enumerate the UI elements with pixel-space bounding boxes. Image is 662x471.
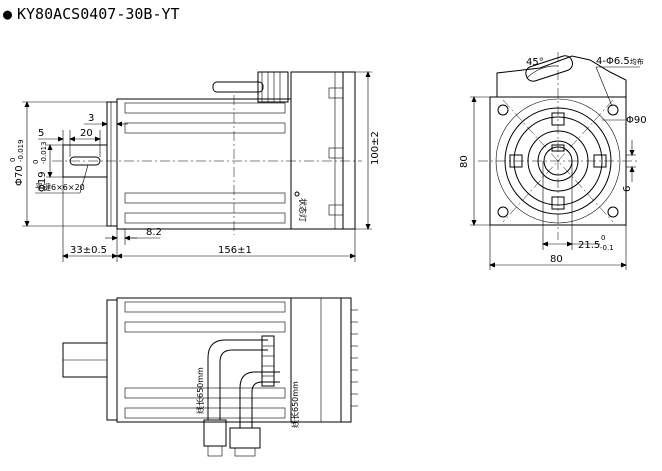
angle-45: 45°	[526, 57, 544, 68]
mount-hole-icon	[607, 206, 619, 218]
dim-156: 156±1	[218, 245, 252, 256]
dim-33: 33±0.5	[70, 245, 107, 256]
dim-21-5-tol: -0.1	[600, 244, 614, 252]
dim-80-horizontal: 80	[550, 254, 563, 265]
dim-100: 100±2	[370, 131, 381, 165]
phi19-label: Φ19	[37, 171, 48, 192]
dim-6: 6	[622, 186, 633, 192]
phi19-tol: -0.013	[40, 141, 48, 164]
dim-8-2: 8.2	[146, 227, 162, 238]
holes-note: 4-Φ6.5均布	[596, 56, 644, 67]
status-lamp-icon	[294, 191, 300, 197]
top-connector	[212, 71, 289, 103]
front-view: 45° 4-Φ6.5均布 Φ90 80 6 21.5 0 -0.1 8	[459, 52, 647, 270]
title-bullet: ●	[3, 5, 12, 23]
side-view: 状态灯 3 5 20 Φ70 0 -0.019 Φ19	[9, 71, 381, 262]
mount-hole-icon	[497, 104, 509, 116]
status-lamp-label: 状态灯	[298, 198, 308, 222]
phi70-tol: -0.019	[17, 139, 25, 162]
dim-21-5-tol-top: 0	[601, 234, 605, 242]
dim-21-5: 21.5	[578, 240, 600, 251]
dim-20: 20	[80, 128, 93, 139]
key-note: 平键6×6×20	[35, 182, 85, 192]
dim-80-vertical: 80	[459, 155, 470, 168]
title-block: ● KY80ACS0407-30B-YT	[3, 5, 180, 23]
phi70-tol-top: 0	[9, 158, 17, 162]
cable-length-right: 线长650mm	[290, 381, 300, 428]
dim-3: 3	[88, 113, 94, 124]
encoder-plug-icon	[229, 427, 261, 449]
flange-side	[106, 101, 118, 227]
phi19-tol-top: 0	[32, 160, 40, 164]
power-plug-icon	[203, 419, 227, 447]
heatsink-fins	[340, 297, 358, 423]
mount-hole-icon	[607, 104, 619, 116]
phi90-label: Φ90	[626, 115, 647, 126]
dim-5: 5	[38, 128, 44, 139]
flange-bottom	[106, 299, 118, 421]
phi70-label: Φ70	[14, 165, 25, 186]
model-title: KY80ACS0407-30B-YT	[17, 5, 180, 23]
bottom-view: 线长650mm 线长650mm	[62, 297, 358, 457]
motor-body-side	[116, 98, 292, 230]
cable-length-left: 线长650mm	[195, 367, 205, 414]
mount-hole-icon	[497, 206, 509, 218]
